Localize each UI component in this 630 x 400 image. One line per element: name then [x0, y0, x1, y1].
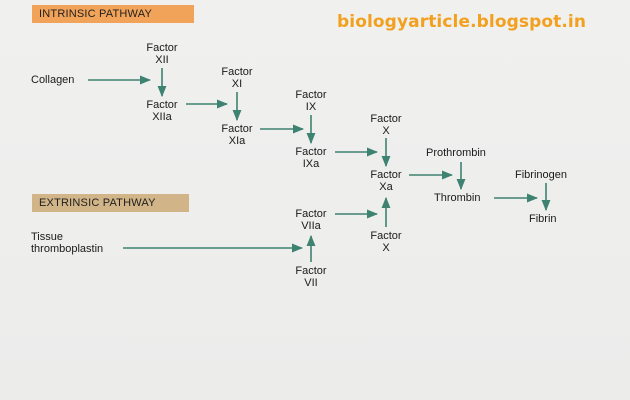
tissue-thromboplastin-line2: thromboplastin [31, 243, 104, 255]
factor-xii-line1: Factor [146, 42, 178, 54]
factor-xii-node: Factor XII [141, 42, 183, 66]
factor-vii-node: Factor VII [290, 265, 332, 289]
factor-x-bottom-line1: Factor [370, 230, 402, 242]
collagen-node: Collagen [31, 74, 75, 86]
fibrinogen-node: Fibrinogen [515, 169, 567, 181]
factor-ix-line1: Factor [295, 89, 327, 101]
factor-viia-line1: Factor [295, 208, 327, 220]
factor-vii-line1: Factor [295, 265, 327, 277]
factor-x-top-line1: Factor [370, 113, 402, 125]
thrombin-node: Thrombin [434, 192, 481, 204]
factor-xa-node: Factor Xa [365, 169, 407, 193]
factor-xa-line2: Xa [379, 181, 393, 193]
factor-xii-line2: XII [155, 54, 169, 66]
prothrombin-node: Prothrombin [426, 147, 486, 159]
factor-ixa-line1: Factor [295, 146, 327, 158]
tissue-thromboplastin-node: Tissue thromboplastin [31, 231, 103, 255]
fibrin-node: Fibrin [529, 213, 557, 225]
factor-ixa-node: Factor IXa [290, 146, 332, 170]
tissue-thromboplastin-line1: Tissue [31, 231, 63, 243]
factor-xa-line1: Factor [370, 169, 402, 181]
factor-xiia-line1: Factor [146, 99, 178, 111]
factor-vii-line2: VII [304, 277, 318, 289]
factor-viia-node: Factor VIIa [290, 208, 332, 232]
factor-ix-node: Factor IX [290, 89, 332, 113]
intrinsic-pathway-label: INTRINSIC PATHWAY [32, 5, 194, 23]
factor-xiia-node: Factor XIIa [141, 99, 183, 123]
watermark-text: biologyarticle.blogspot.in [337, 12, 587, 32]
factor-xi-line2: XI [231, 78, 243, 90]
factor-xia-line2: XIa [228, 135, 246, 147]
factor-xi-line1: Factor [221, 66, 253, 78]
factor-xia-node: Factor XIa [216, 123, 258, 147]
factor-xiia-line2: XIIa [152, 111, 172, 123]
factor-ixa-line2: IXa [302, 158, 320, 170]
factor-x-bottom-line2: X [382, 242, 390, 254]
factor-viia-line2: VIIa [301, 220, 321, 232]
factor-x-top-node: Factor X [365, 113, 407, 137]
extrinsic-pathway-label: EXTRINSIC PATHWAY [32, 194, 189, 212]
factor-xia-line1: Factor [221, 123, 253, 135]
factor-x-top-line2: X [382, 125, 390, 137]
factor-ix-line2: IX [305, 101, 317, 113]
factor-xi-node: Factor XI [216, 66, 258, 90]
factor-x-bottom-node: Factor X [365, 230, 407, 254]
